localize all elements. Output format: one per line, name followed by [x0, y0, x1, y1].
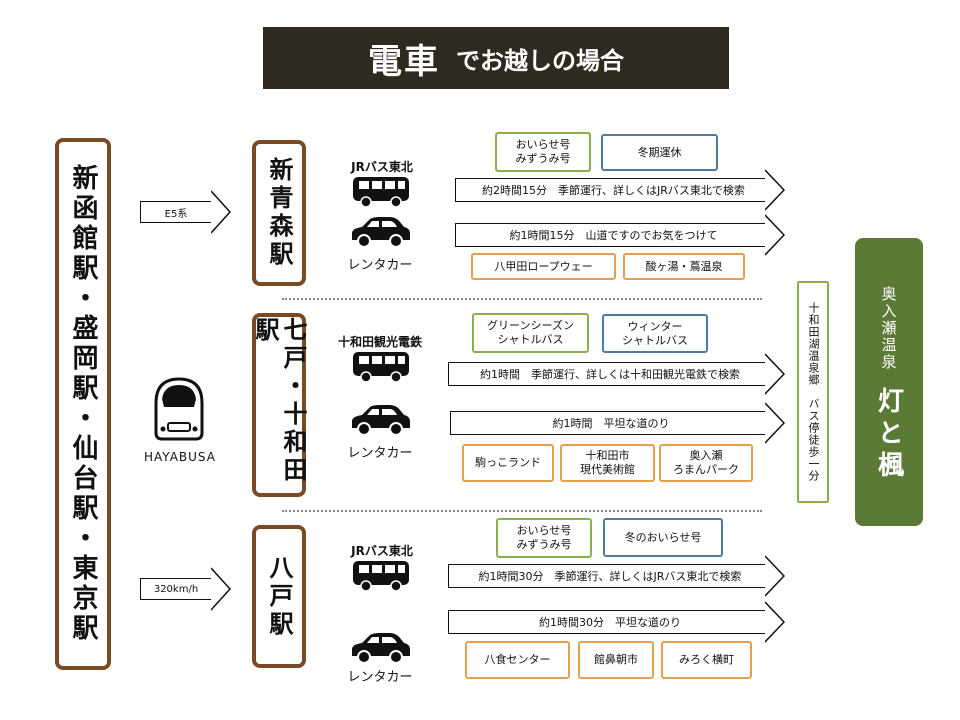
car-label: レンタカー	[347, 446, 413, 461]
arrow-head-icon	[211, 567, 231, 611]
bus-tag: 冬のおいらせ号	[603, 518, 723, 557]
bus-operator-label: JRバス東北	[351, 544, 413, 558]
car-label: レンタカー	[347, 670, 413, 685]
spot-tag: 十和田市 現代美術館	[560, 444, 655, 482]
destination-box: 奥入瀬温泉 灯と楓	[855, 238, 923, 526]
route-label: 約1時間30分 平坦な道のり	[448, 610, 765, 634]
route-label: 約1時間 季節運行、詳しくは十和田観光電鉄で検索	[448, 362, 765, 386]
walk-info-label: 十和田湖温泉郷 バス停徒歩一分	[807, 302, 820, 482]
car-label: レンタカー	[347, 258, 413, 273]
section-divider	[282, 510, 762, 512]
station-label: 七戸・十和田駅	[251, 317, 307, 485]
route-label: 約1時間15分 山道ですのでお気をつけて	[455, 223, 765, 247]
spot-tag: 八食センター	[465, 641, 570, 679]
car-icon	[348, 632, 412, 668]
shinkansen-icon	[148, 375, 210, 443]
arrow-head-icon	[765, 402, 785, 444]
bus-route-arrow: 約1時間 季節運行、詳しくは十和田観光電鉄で検索	[448, 353, 785, 395]
route-label: 約1時間30分 季節運行、詳しくはJRバス東北で検索	[448, 564, 765, 588]
title-main: 電車	[368, 41, 440, 82]
car-route-arrow: 約1時間 平坦な道のり	[450, 402, 785, 444]
bus-operator-label: 十和田観光電鉄	[337, 335, 422, 349]
spot-tag: 館鼻朝市	[578, 641, 654, 679]
arrow-head-icon	[211, 190, 231, 234]
spot-tag: 酸ヶ湯・蔦温泉	[623, 253, 745, 280]
title-sub: でお越しの場合	[456, 46, 624, 75]
bus-tag: ウィンター シャトルバス	[602, 314, 708, 353]
destination-area: 奥入瀬温泉	[879, 286, 898, 371]
arrow-head-icon	[765, 555, 785, 597]
origin-stations-box: 新函館駅・盛岡駅・仙台駅・東京駅	[55, 138, 111, 670]
station-box-shinaomori: 新青森駅	[252, 140, 306, 286]
train-arrow-3: 320km/h	[140, 567, 231, 611]
bus-icon	[352, 351, 410, 387]
bus-tag: おいらせ号 みずうみ号	[496, 518, 592, 558]
train-name-label: HAYABUSA	[144, 450, 216, 464]
spot-tag: みろく横町	[661, 641, 752, 679]
arrow-head-icon	[765, 601, 785, 643]
origin-stations-label: 新函館駅・盛岡駅・仙台駅・東京駅	[68, 164, 98, 644]
bus-route-arrow: 約1時間30分 季節運行、詳しくはJRバス東北で検索	[448, 555, 785, 597]
station-label: 八戸駅	[265, 554, 293, 639]
title-bar: 電車 でお越しの場合	[263, 27, 729, 89]
bus-route-arrow: 約2時間15分 季節運行、詳しくはJRバス東北で検索	[455, 169, 785, 211]
route-label: 約1時間 平坦な道のり	[450, 411, 765, 435]
station-box-hachinohe: 八戸駅	[252, 525, 306, 668]
train-arrow-1: E5系	[140, 190, 231, 234]
route-label: 約2時間15分 季節運行、詳しくはJRバス東北で検索	[455, 178, 765, 202]
spot-tag: 駒っこランド	[462, 444, 554, 482]
train-arrow-1-label: E5系	[140, 201, 211, 223]
bus-icon	[352, 560, 410, 596]
bus-operator-label: JRバス東北	[351, 160, 413, 174]
bus-tag: グリーンシーズン シャトルバス	[472, 313, 589, 353]
station-label: 新青森駅	[265, 157, 293, 269]
section-divider	[282, 298, 762, 300]
arrow-head-icon	[765, 169, 785, 211]
destination-name: 灯と楓	[873, 387, 904, 483]
car-icon	[348, 216, 412, 252]
car-icon	[348, 404, 412, 440]
spot-tag: 八甲田ロープウェー	[471, 253, 616, 280]
bus-tag: おいらせ号 みずうみ号	[495, 132, 591, 172]
bus-tag: 冬期運休	[601, 134, 718, 171]
spot-tag: 奥入瀬 ろまんパーク	[659, 444, 753, 482]
walk-info-box: 十和田湖温泉郷 バス停徒歩一分	[797, 281, 829, 503]
bus-icon	[352, 176, 410, 212]
car-route-arrow: 約1時間30分 平坦な道のり	[448, 601, 785, 643]
car-route-arrow: 約1時間15分 山道ですのでお気をつけて	[455, 214, 785, 256]
train-arrow-3-label: 320km/h	[140, 578, 211, 600]
station-box-shichinohe: 七戸・十和田駅	[251, 313, 307, 497]
arrow-head-icon	[765, 214, 785, 256]
arrow-head-icon	[765, 353, 785, 395]
